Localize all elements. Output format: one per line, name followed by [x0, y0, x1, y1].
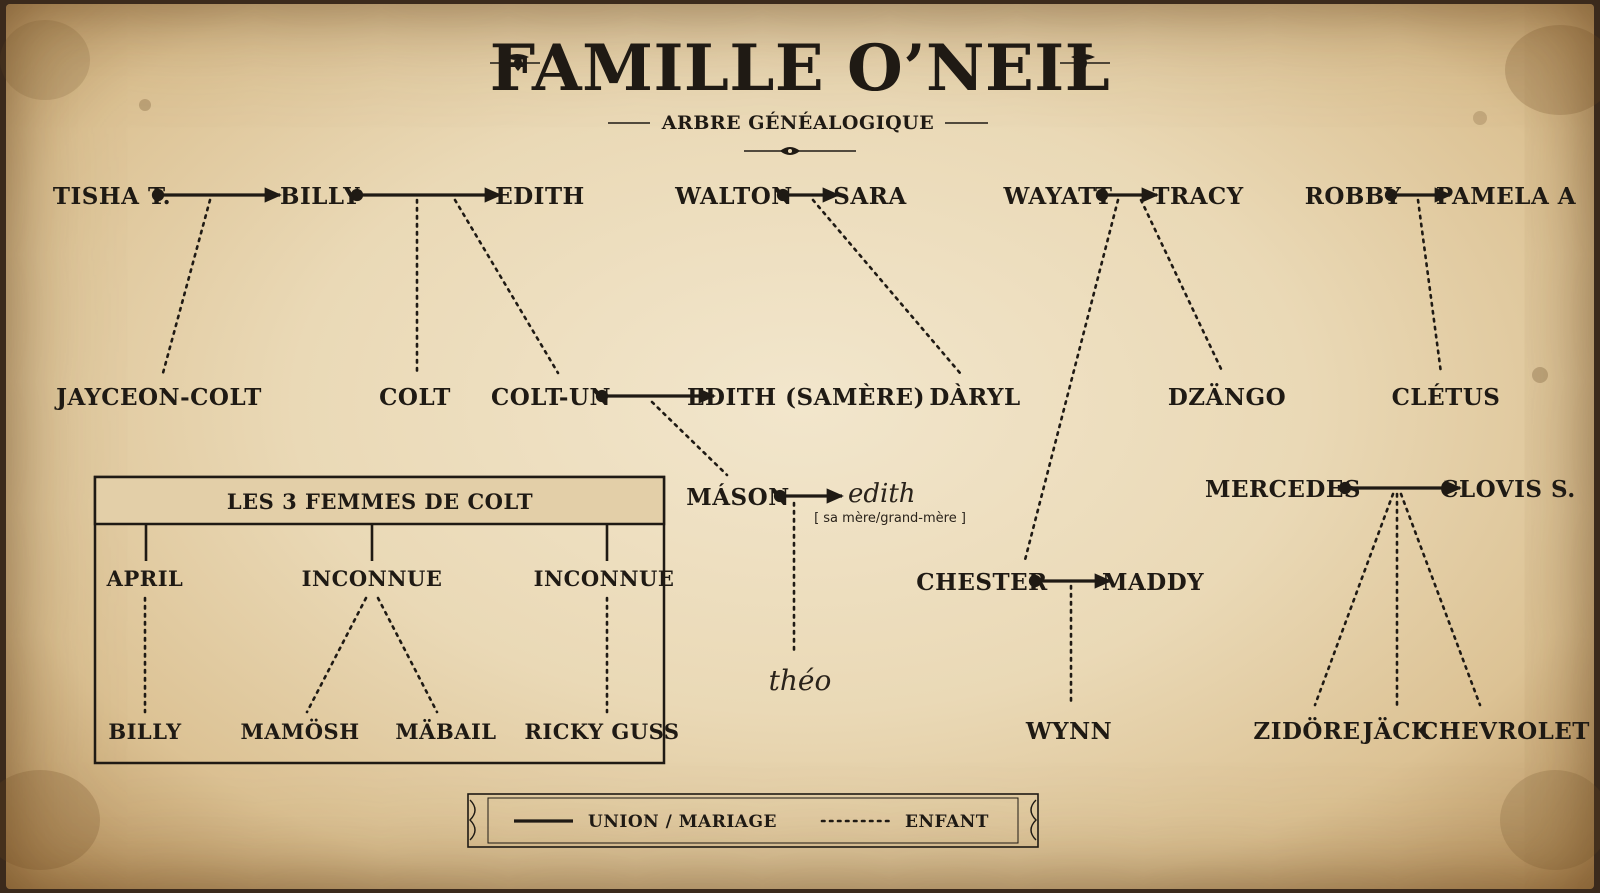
- name-edith-script: edith: [848, 479, 916, 509]
- colt-child-mabail: MÄBAIL: [395, 719, 496, 744]
- child-line-chester: [1023, 198, 1120, 562]
- child-line-dzango: [1139, 198, 1225, 375]
- name-edith-samere: EDITH (SAMÈRE): [687, 384, 925, 411]
- stains-decoration: [0, 20, 1600, 870]
- name-theo: théo: [769, 664, 832, 697]
- child-line-chevrolet: [1399, 492, 1482, 707]
- child-line-mason: [650, 400, 729, 477]
- child-lines: [161, 198, 1482, 707]
- name-maddy: MADDY: [1102, 569, 1204, 596]
- legend-union-label: UNION / MARIAGE: [588, 812, 777, 832]
- name-billy-top: BILLY: [280, 183, 360, 210]
- name-mercedes: MERCEDES: [1205, 476, 1361, 503]
- colt-mother-april: APRIL: [106, 566, 184, 591]
- colt-mother-inconnue-2: INCONNUE: [534, 566, 675, 591]
- colt-box-title: LES 3 FEMMES DE COLT: [227, 489, 533, 514]
- colt-wives-box: LES 3 FEMMES DE COLT APRIL INCONNUE INCO…: [93, 475, 679, 765]
- name-tracy: TRACY: [1152, 183, 1243, 210]
- name-clovis: CLOVIS S.: [1440, 476, 1576, 503]
- name-walton: WALTON: [674, 183, 793, 210]
- child-line-coltun: [453, 198, 560, 375]
- legend-child-label: ENFANT: [905, 812, 989, 832]
- colt-child-mamosh: MAMÖSH: [240, 719, 359, 744]
- name-jack: JÄCK: [1360, 717, 1432, 745]
- child-line-daryl: [811, 198, 962, 375]
- legend-box: UNION / MARIAGE ENFANT: [467, 793, 1039, 848]
- name-cletus: CLÉTUS: [1392, 384, 1501, 411]
- name-pamela: PAMELA A: [1436, 183, 1577, 210]
- name-dzango: DZÄNGO: [1168, 383, 1286, 411]
- edith-note: [ sa mère/grand-mère ]: [814, 511, 966, 526]
- title-ornaments: [490, 54, 1110, 155]
- colt-mother-inconnue-1: INCONNUE: [302, 566, 443, 591]
- generation-1-names: TISHA T. BILLY EDITH WALTON SARA WAYATT …: [53, 183, 1577, 210]
- name-wayatt: WAYATT: [1002, 183, 1112, 210]
- name-jayceon: JAYCEON-COLT: [54, 384, 262, 411]
- child-line-zidore: [1313, 492, 1395, 707]
- name-mason: MÁSON: [686, 484, 789, 511]
- name-edith-top: EDITH: [495, 183, 585, 210]
- page-subtitle: ARBRE GÉNÉALOGIQUE: [661, 111, 934, 134]
- generation-2-names: JAYCEON-COLT COLT COLT-UN EDITH (SAMÈRE)…: [54, 383, 1500, 411]
- name-colt-un: COLT-UN: [491, 384, 611, 411]
- name-chevrolet: CHEVROLET: [1420, 718, 1590, 745]
- name-tisha: TISHA T.: [53, 183, 171, 210]
- colt-child-ricky-guss: RICKY GUSS: [524, 719, 679, 744]
- child-line-jayceon: [161, 198, 212, 375]
- page-title: FAMILLE O’NEIL: [490, 31, 1110, 106]
- name-sara: SARA: [833, 183, 907, 210]
- name-chester: CHESTER: [916, 569, 1048, 596]
- name-zidore: ZIDÖRE: [1253, 717, 1360, 745]
- colt-child-billy: BILLY: [108, 719, 182, 744]
- name-robby: ROBBY: [1305, 183, 1402, 210]
- name-daryl: DÀRYL: [929, 384, 1020, 411]
- union-lines: [151, 187, 1462, 589]
- child-line-cletus: [1416, 198, 1443, 375]
- name-colt: COLT: [379, 384, 451, 411]
- name-wynn: WYNN: [1025, 718, 1112, 745]
